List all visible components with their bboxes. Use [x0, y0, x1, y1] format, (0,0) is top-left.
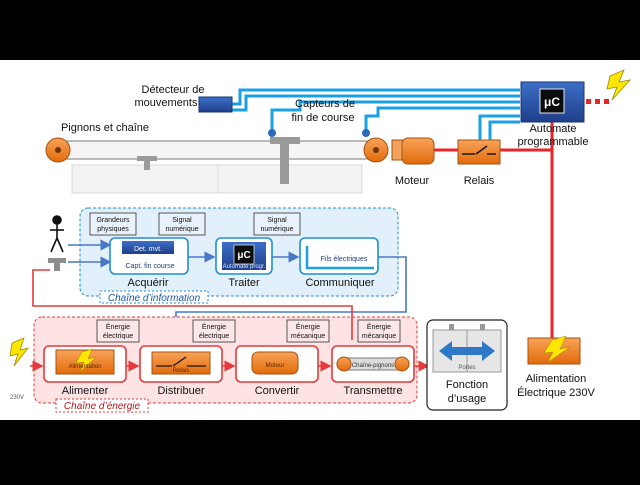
relay — [457, 139, 501, 165]
en-elec2-a: Énergie — [202, 322, 226, 331]
en-meca2-a: Énergie — [367, 322, 391, 331]
det-mvt-chip — [122, 241, 174, 254]
carriage-icon — [48, 258, 66, 263]
motion-detector — [198, 96, 233, 113]
energy-notes — [96, 319, 401, 343]
det-mvt-label: Det. mvt. — [134, 246, 162, 253]
fonction-label-2: d’usage — [448, 393, 487, 405]
lightning-left-icon — [9, 337, 30, 367]
info-chain-tag — [99, 290, 209, 304]
grandeurs-2: physiques — [97, 226, 129, 233]
dotted-link — [586, 99, 609, 104]
motor — [401, 137, 435, 165]
fils-label: Fils électriques — [321, 256, 368, 263]
carriage-main — [270, 137, 300, 144]
sprocket-icon-left — [336, 356, 352, 372]
carriage-small — [137, 156, 157, 161]
relay-switch-icon — [156, 356, 206, 367]
automate-progr-label: Automate progr. — [223, 264, 266, 270]
signal-num-2a: Signal — [267, 217, 287, 224]
pignons-label: Pignons et chaîne — [61, 122, 149, 134]
grandeurs-1: Grandeurs — [96, 217, 130, 224]
motor-icon — [251, 351, 299, 375]
en-meca1-a: Énergie — [296, 322, 320, 331]
limit-switch-1 — [268, 129, 276, 137]
automate-label-1: Automate — [529, 123, 576, 135]
mu-label: μC — [544, 95, 560, 109]
automate-label-2: programmable — [518, 136, 589, 148]
info-notes — [89, 212, 301, 236]
capteurs-label-1: Capteurs de — [295, 98, 355, 110]
en-elec1-a: Énergie — [106, 322, 130, 331]
sprocket-icon-right — [394, 356, 410, 372]
energy-chain-tag — [55, 398, 149, 413]
en-elec2-b: électrique — [199, 333, 229, 340]
automate-box — [520, 81, 585, 123]
convertir-label: Convertir — [255, 385, 300, 397]
portes-label: Portes — [458, 365, 475, 371]
signal-num-1a: Signal — [172, 217, 192, 224]
en-meca1-b: mécanique — [291, 333, 325, 340]
double-arrow-icon — [439, 341, 495, 361]
detecteur-label-1: Détecteur de — [142, 84, 205, 96]
energy-feedback-line — [32, 269, 353, 340]
moteur-inner: Moteur — [266, 363, 285, 369]
alim-label-1: Alimentation — [526, 373, 587, 385]
communiquer-label: Communiquer — [305, 277, 374, 289]
acquerir-label: Acquérir — [128, 277, 169, 289]
relais-label: Relais — [464, 175, 495, 187]
mu-chip-icon — [233, 244, 255, 265]
wires-icon — [305, 246, 374, 270]
communiquer-block — [299, 237, 379, 275]
power-wires-top — [433, 118, 554, 338]
limit-switch-2 — [362, 129, 370, 137]
signal-wires-top — [230, 88, 520, 145]
power-supply-icon — [75, 348, 97, 373]
traiter-label: Traiter — [228, 277, 260, 289]
alim-label-2: Électrique 230V — [517, 386, 595, 399]
distribuer-label: Distribuer — [157, 385, 204, 397]
detecteur-label-2: mouvements — [135, 97, 198, 109]
alimentation-inner: Alimentation — [68, 364, 101, 370]
fonction-label-1: Fonction — [446, 379, 488, 391]
chain-belt — [57, 140, 377, 160]
signal-num-2b: numérique — [260, 226, 293, 233]
info-chain-label: Chaîne d’information — [108, 293, 201, 304]
person-icon — [50, 215, 64, 253]
transmettre-label: Transmettre — [344, 385, 403, 397]
lightning-icon — [606, 69, 632, 101]
capteurs-label-2: fin de course — [292, 112, 355, 124]
signal-num-1b: numérique — [165, 226, 198, 233]
en-elec1-b: électrique — [103, 333, 133, 340]
moteur-label: Moteur — [395, 175, 430, 187]
en-meca2-b: mécanique — [362, 333, 396, 340]
traiter-mu: μC — [237, 250, 250, 261]
capt-fin-label: Capt. fin course — [125, 263, 174, 270]
microcontroller-icon — [539, 88, 565, 114]
v230-label: 230V — [10, 395, 24, 401]
relais-inner: Relais — [173, 368, 190, 374]
alim-lightning-icon — [543, 335, 571, 363]
chaine-inner: Chaîne-pignons — [352, 363, 394, 369]
alimenter-label: Alimenter — [62, 385, 109, 397]
energy-chain-label: Chaîne d’énergie — [64, 401, 141, 412]
door-frame — [71, 164, 363, 194]
